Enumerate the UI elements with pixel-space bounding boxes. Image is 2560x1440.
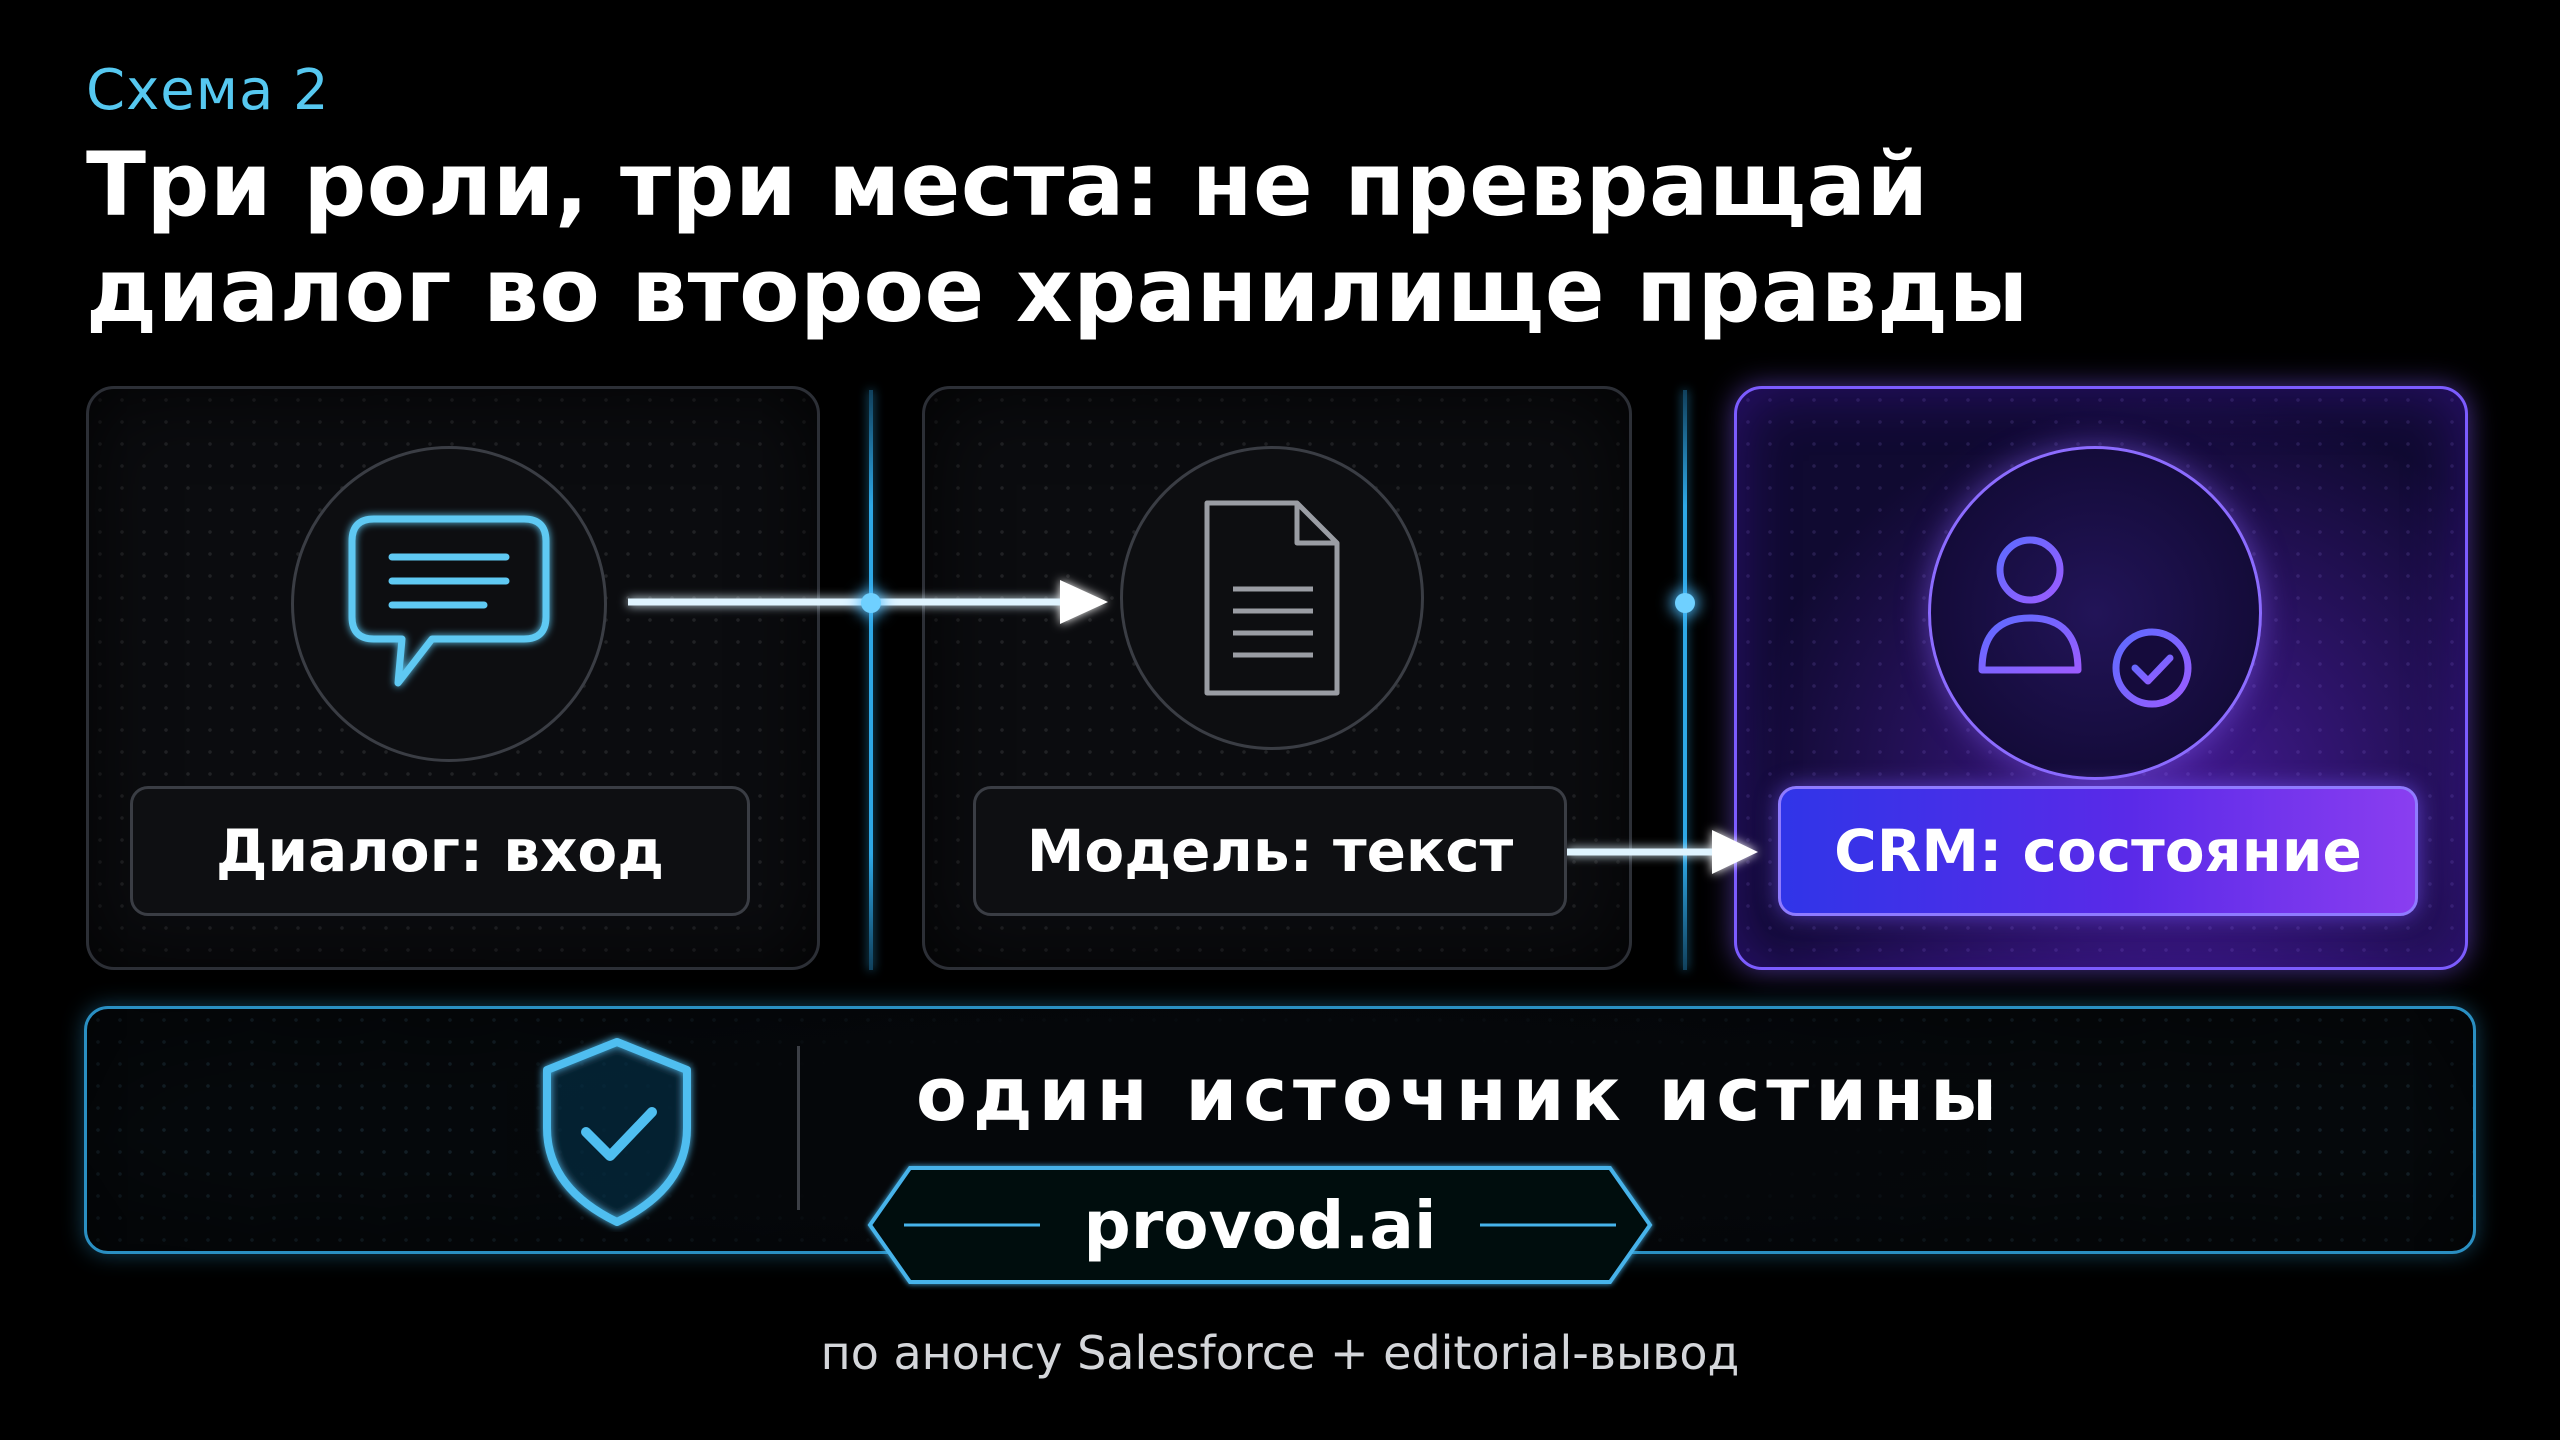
banner-divider xyxy=(797,1046,800,1210)
brand-badge-frame xyxy=(867,1166,1653,1284)
step-label-dialog: Диалог: вход xyxy=(130,786,750,916)
step-label-model: Модель: текст xyxy=(973,786,1567,916)
junction-dot-1 xyxy=(861,593,881,613)
page-title-line-2: диалог во второе хранилище правды xyxy=(86,239,2029,342)
brand-name: provod.ai xyxy=(1083,1186,1437,1264)
separator-line-1 xyxy=(869,390,873,970)
document-icon xyxy=(1120,446,1424,750)
source-note: по анонсу Salesforce + editorial-вывод xyxy=(820,1326,1740,1380)
banner-title: один источник истины xyxy=(916,1052,2004,1138)
junction-dot-2 xyxy=(1675,593,1695,613)
shield-check-icon xyxy=(543,1038,691,1226)
chat-bubble-icon xyxy=(291,446,607,762)
page-title: Три роли, три места: не превращай диалог… xyxy=(86,132,2186,344)
step-label-crm: CRM: состояние xyxy=(1778,786,2418,916)
diagram-number: Схема 2 xyxy=(86,58,330,123)
user-profile-check-icon xyxy=(1928,446,2262,780)
page-title-line-1: Три роли, три места: не превращай xyxy=(86,133,1929,236)
separator-line-2 xyxy=(1683,390,1687,970)
